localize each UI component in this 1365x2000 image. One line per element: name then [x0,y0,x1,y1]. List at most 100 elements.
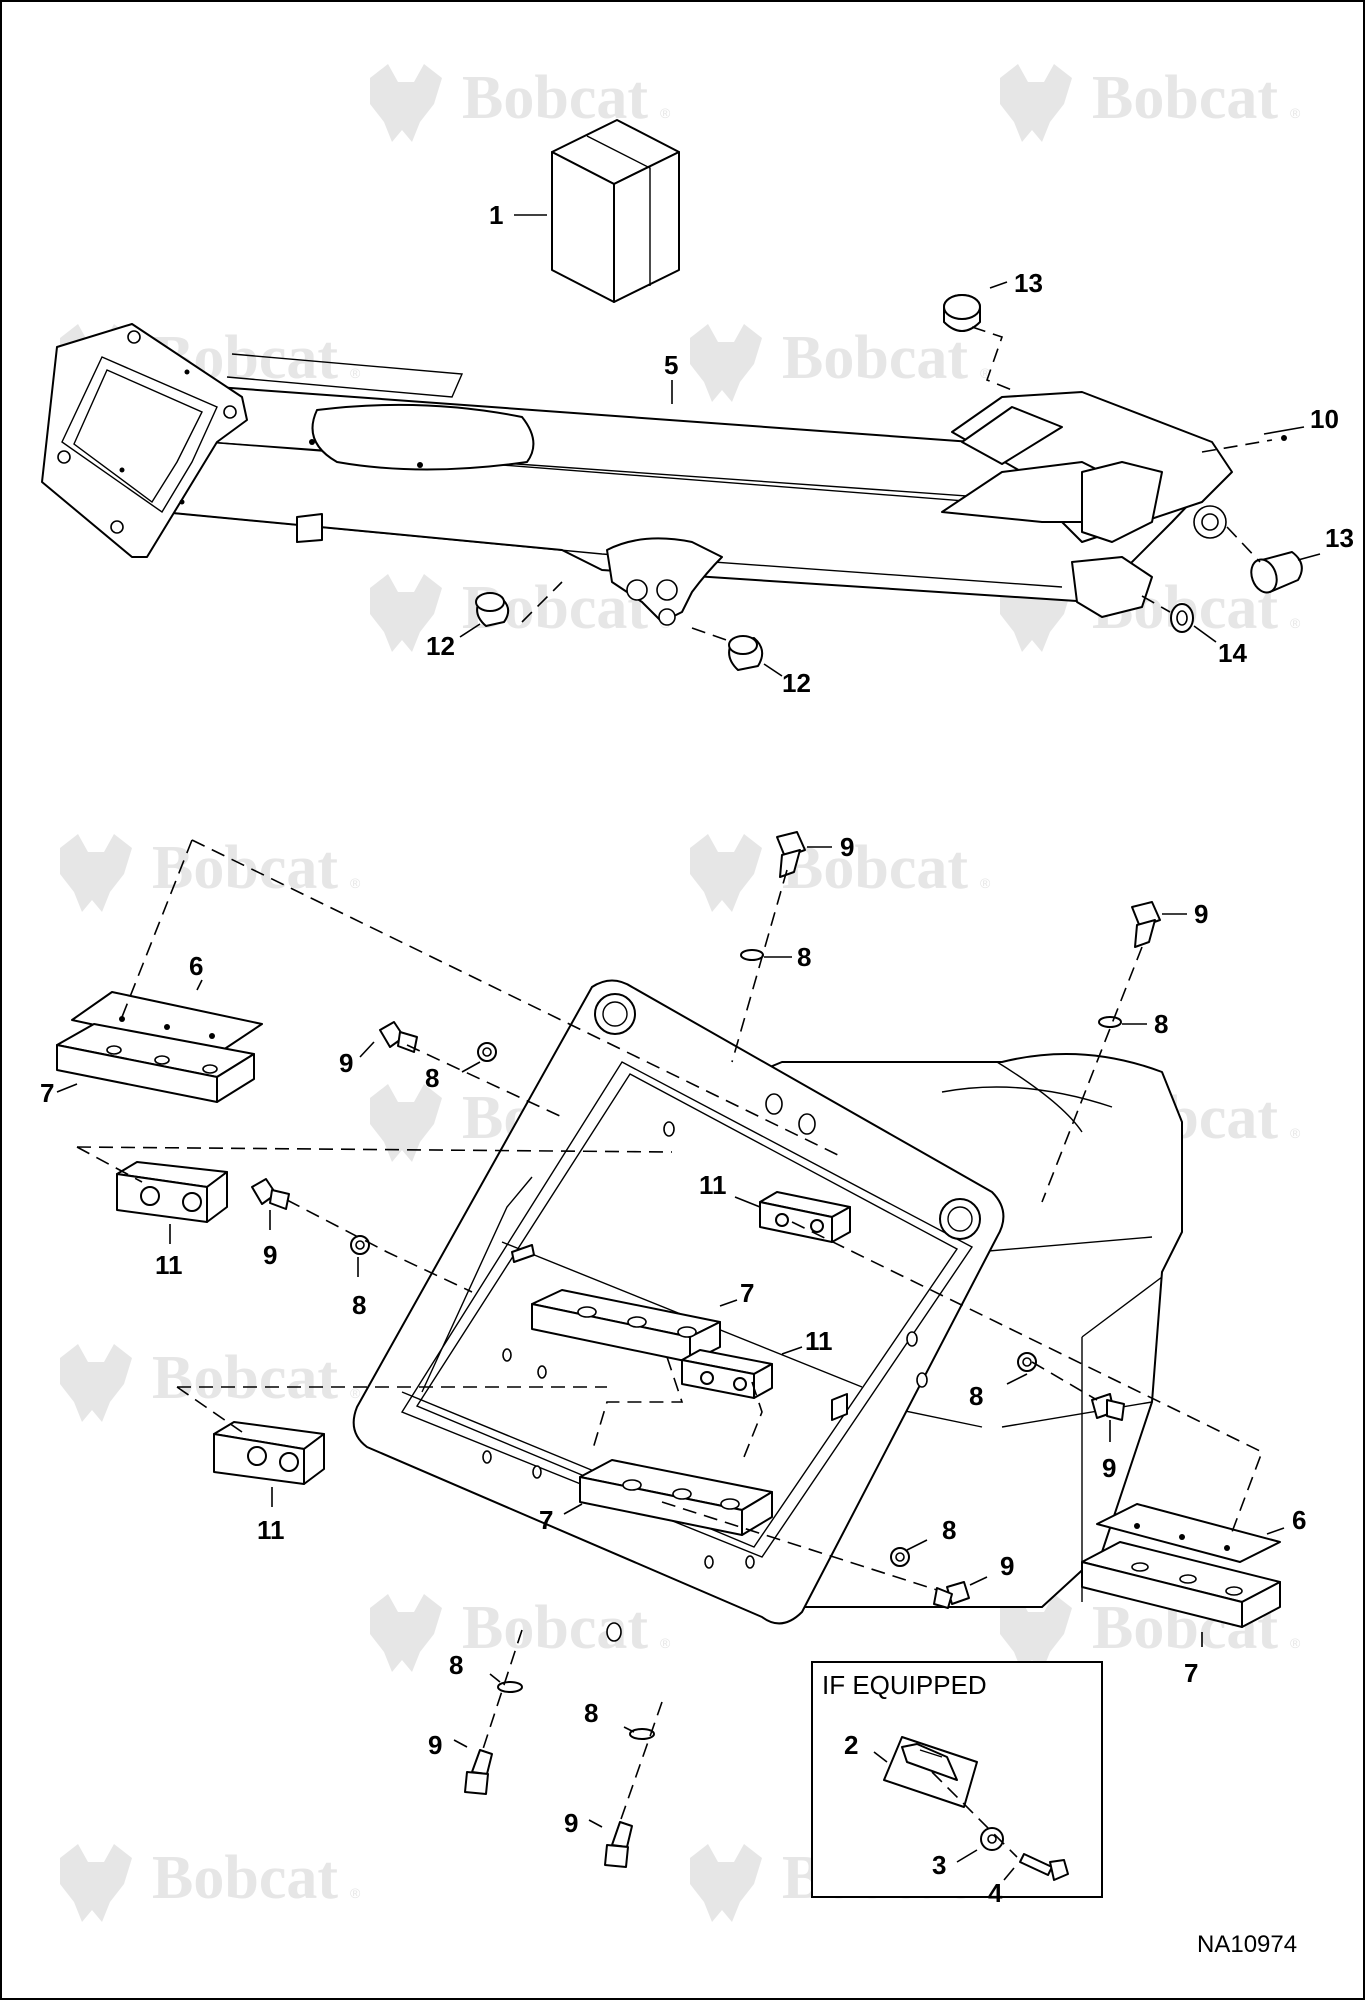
svg-text:®: ® [350,1385,361,1401]
bolt-9-left-upper [379,1021,418,1053]
callout-7-right: 7 [1184,1658,1198,1688]
callout-8: 8 [352,1290,366,1320]
callout-13-right: 13 [1325,523,1354,553]
washer-8-right-middle [1017,1352,1037,1372]
drawing-reference-number: NA10974 [1197,1931,1297,1958]
arm-assembly [41,323,1233,626]
callout-4: 4 [988,1878,1003,1908]
svg-text:®: ® [980,875,991,891]
svg-text:®: ® [1290,1635,1301,1651]
callout-9: 9 [840,832,854,862]
callout-11-center-upper: 11 [699,1170,727,1200]
callout-9: 9 [564,1808,578,1838]
svg-text:Bobcat: Bobcat [152,834,338,902]
callout-8: 8 [797,942,811,972]
callout-6-left: 6 [189,951,203,981]
svg-text:®: ® [350,1885,361,1901]
bolt-9-top-center [776,831,806,878]
svg-text:Bobcat: Bobcat [782,834,968,902]
watermark: Bobcat ® [60,834,361,912]
watermark: Bobcat ® [690,324,991,402]
callout-13-top: 13 [1014,268,1043,298]
watermark-layer: Bobcat® Bobcat® Bobcat® Bobcat® Bobcat® … [60,64,1301,1922]
callout-9: 9 [263,1240,277,1270]
bushing-12-left [475,592,510,627]
bushing-13-right [1250,551,1303,594]
washer-3 [980,1827,1004,1851]
watermark: Bobcat ® [60,1844,361,1922]
svg-text:®: ® [660,105,671,121]
wear-pad-7-right [1081,1541,1281,1628]
svg-text:®: ® [1290,615,1301,631]
callout-9: 9 [1000,1551,1014,1581]
svg-text:Bobcat: Bobcat [152,1844,338,1912]
callout-7-center-upper: 7 [740,1278,754,1308]
svg-text:Bobcat: Bobcat [782,324,968,392]
callout-14: 14 [1218,638,1247,668]
callout-8: 8 [969,1381,983,1411]
inset-if-equipped: IF EQUIPPED [811,1661,1103,1898]
svg-text:®: ® [660,1635,671,1651]
washer-8-bottom-left [497,1681,523,1693]
bolt-4 [1019,1853,1069,1881]
svg-text:Bobcat: Bobcat [1092,64,1278,132]
callout-8: 8 [1154,1009,1168,1039]
callout-8: 8 [449,1650,463,1680]
washer-8-bottom-right [629,1728,655,1740]
callout-3: 3 [932,1850,946,1880]
bolt-9-left-middle [251,1178,290,1210]
washer-8-top-center [740,949,764,961]
callout-1: 1 [489,200,503,230]
washer-8-bottom-center [890,1547,910,1567]
callout-8: 8 [425,1063,439,1093]
washer-8-left-upper [477,1042,497,1062]
callout-12-left: 12 [426,631,455,661]
mounting-plate [352,979,1005,1642]
shim-6-right [1096,1503,1281,1563]
callout-8: 8 [584,1698,598,1728]
washer-8-left-middle [350,1235,370,1255]
callout-10: 10 [1310,404,1339,434]
svg-text:®: ® [350,365,361,381]
spacer-2 [883,1736,978,1808]
callout-9: 9 [1194,899,1208,929]
bolt-9-right-middle [1091,1393,1125,1421]
callout-labels: 1 5 13 10 13 14 12 12 9 8 9 8 6 7 9 8 11… [40,200,1354,1908]
callout-9: 9 [428,1730,442,1760]
svg-text:®: ® [1290,1125,1301,1141]
decal-kit-box [551,119,680,303]
washer-14 [1170,603,1194,633]
assembly-lines [76,839,1264,1823]
svg-text:®: ® [1290,105,1301,121]
nut-plate-11-left-upper [116,1161,228,1223]
callout-9: 9 [339,1048,353,1078]
callout-9: 9 [1102,1453,1116,1483]
callout-12-right: 12 [782,668,811,698]
svg-text:®: ® [350,875,361,891]
callout-11-left-upper: 11 [155,1250,183,1280]
callout-11-left-lower: 11 [257,1515,285,1545]
callout-6-right: 6 [1292,1505,1306,1535]
svg-text:®: ® [980,365,991,381]
watermark: Bobcat ® [1000,64,1301,142]
callout-7-left: 7 [40,1078,54,1108]
inset-title: IF EQUIPPED [822,1670,987,1700]
callout-8: 8 [942,1515,956,1545]
callout-7-center-lower: 7 [539,1505,553,1535]
bushing-13-top [943,294,981,332]
washer-8-top-right [1098,1016,1122,1028]
top-leaders [459,214,1321,677]
bolt-9-bottom-center [933,1581,970,1609]
bushing-12-right [728,635,764,671]
watermark: Bobcat® [60,1344,361,1422]
nut-plate-11-left-lower [213,1421,325,1485]
bottom-leaders [56,846,1285,1828]
callout-5: 5 [664,350,678,380]
bolt-9-bottom-left [464,1749,493,1795]
wear-pad-7-left [56,1023,255,1103]
bolt-9-bottom-right [604,1821,633,1868]
wear-pad-7-center-lower [579,1459,773,1536]
callout-2: 2 [844,1730,858,1760]
bolt-9-top-right [1131,901,1161,948]
